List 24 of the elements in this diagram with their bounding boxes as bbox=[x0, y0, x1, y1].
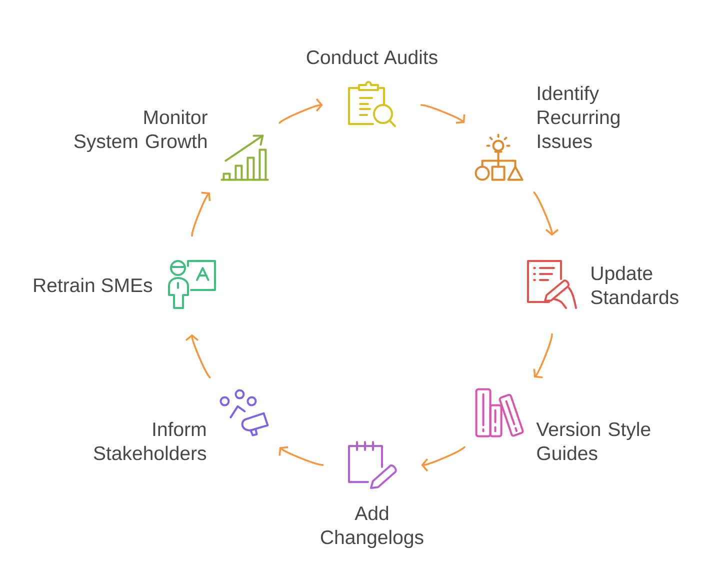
step-label: Monitor System Growth bbox=[74, 110, 208, 152]
step-label: Update Standards bbox=[591, 266, 678, 304]
arrow bbox=[191, 192, 211, 237]
books-icon bbox=[475, 388, 524, 438]
teacher-board-icon bbox=[168, 260, 216, 309]
people-megaphone-icon bbox=[220, 389, 269, 436]
step-label: Conduct Audits bbox=[306, 50, 438, 64]
step-label: Add Changelogs bbox=[320, 506, 424, 548]
step-label: Identify Recurring Issues bbox=[538, 86, 620, 148]
bar-chart-icon bbox=[220, 134, 269, 181]
arrow bbox=[278, 446, 324, 466]
arrow bbox=[278, 98, 323, 124]
lightbulb-shapes-icon bbox=[474, 134, 524, 181]
arrow bbox=[420, 104, 466, 124]
document-pen-icon bbox=[527, 260, 577, 309]
clipboard-magnifier-icon bbox=[348, 81, 396, 127]
arrow bbox=[533, 333, 553, 378]
step-label: Retrain SMEs bbox=[34, 278, 152, 292]
arrow bbox=[533, 192, 559, 236]
arrow bbox=[421, 446, 466, 472]
step-label: Inform Stakeholders bbox=[94, 422, 206, 460]
arrow bbox=[185, 334, 211, 378]
notepad-pencil-icon bbox=[348, 441, 397, 489]
step-label: Version Style Guides bbox=[536, 422, 650, 460]
